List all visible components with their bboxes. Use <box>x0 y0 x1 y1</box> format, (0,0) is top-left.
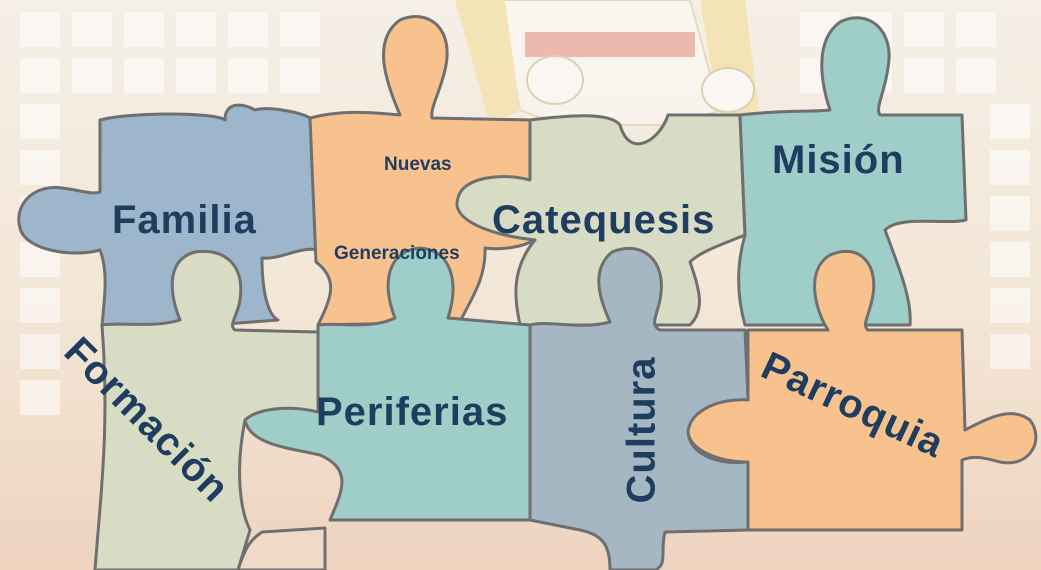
label-mision: Misión <box>772 138 905 182</box>
label-generaciones: Generaciones <box>334 243 460 264</box>
puzzle-piece-parroquia <box>686 249 1038 532</box>
puzzle-piece-formacion <box>93 249 320 570</box>
label-catequesis: Catequesis <box>492 198 716 242</box>
label-familia: Familia <box>112 198 257 242</box>
puzzle-piece-bottom-fragment <box>236 526 327 570</box>
label-nuevas: Nuevas <box>384 154 452 175</box>
label-cultura: Cultura <box>619 356 664 504</box>
puzzle-piece-familia <box>17 103 320 332</box>
puzzle-piece-catequesis <box>455 113 747 327</box>
puzzle-piece-mision <box>737 16 968 327</box>
label-periferias: Periferias <box>316 390 509 434</box>
